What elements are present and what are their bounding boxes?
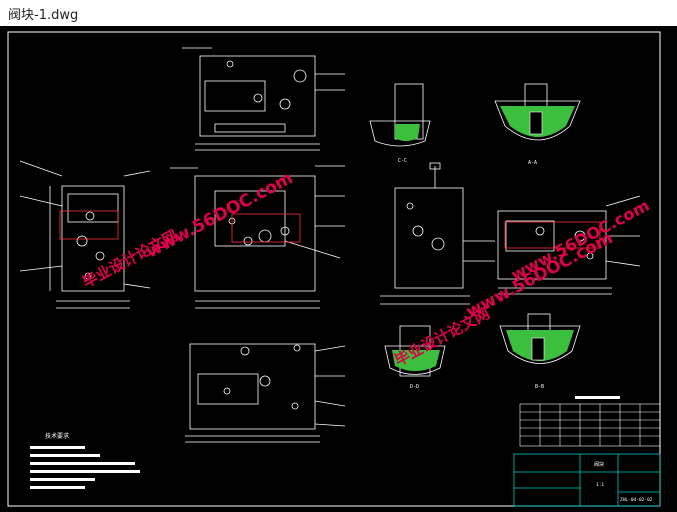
file-title: 阀块-1.dwg: [8, 8, 79, 23]
section-label-d-d: D-D: [410, 384, 419, 390]
parameter-table: [519, 403, 661, 447]
top-view: [182, 47, 345, 151]
title-block-part-name: 阀块: [594, 461, 604, 468]
notes-title: 技术要求: [45, 432, 69, 440]
section-c-c-hatch: [395, 124, 420, 141]
section-label-a-a: A-A: [528, 160, 537, 166]
front-view: [170, 165, 345, 309]
watermark-url-3: www.56DOC.com: [508, 196, 652, 285]
left-view: [19, 160, 151, 309]
title-block-scale: 1:1: [596, 482, 604, 488]
section-d-d-hatch: [392, 350, 440, 371]
section-label-b-b: B-B: [535, 384, 544, 390]
cad-drawing: C-C A-A D-D B-B 技术要求: [7, 31, 661, 507]
bottom-view: [185, 343, 346, 443]
section-label-c-c: C-C: [398, 158, 407, 164]
technical-notes: 技术要求: [30, 432, 140, 489]
window-title-bar: 阀块-1.dwg: [0, 0, 677, 26]
far-right-view: [497, 195, 641, 295]
title-block: [513, 453, 661, 507]
cad-drawing-viewport[interactable]: C-C A-A D-D B-B 技术要求: [0, 26, 677, 512]
title-block-drawing-no: ZHL-04-02-02: [620, 497, 653, 503]
right-center-view: [380, 162, 495, 305]
watermark-slogan-1: 毕业设计论文网: [79, 226, 180, 291]
drawing-frame: [7, 31, 661, 507]
